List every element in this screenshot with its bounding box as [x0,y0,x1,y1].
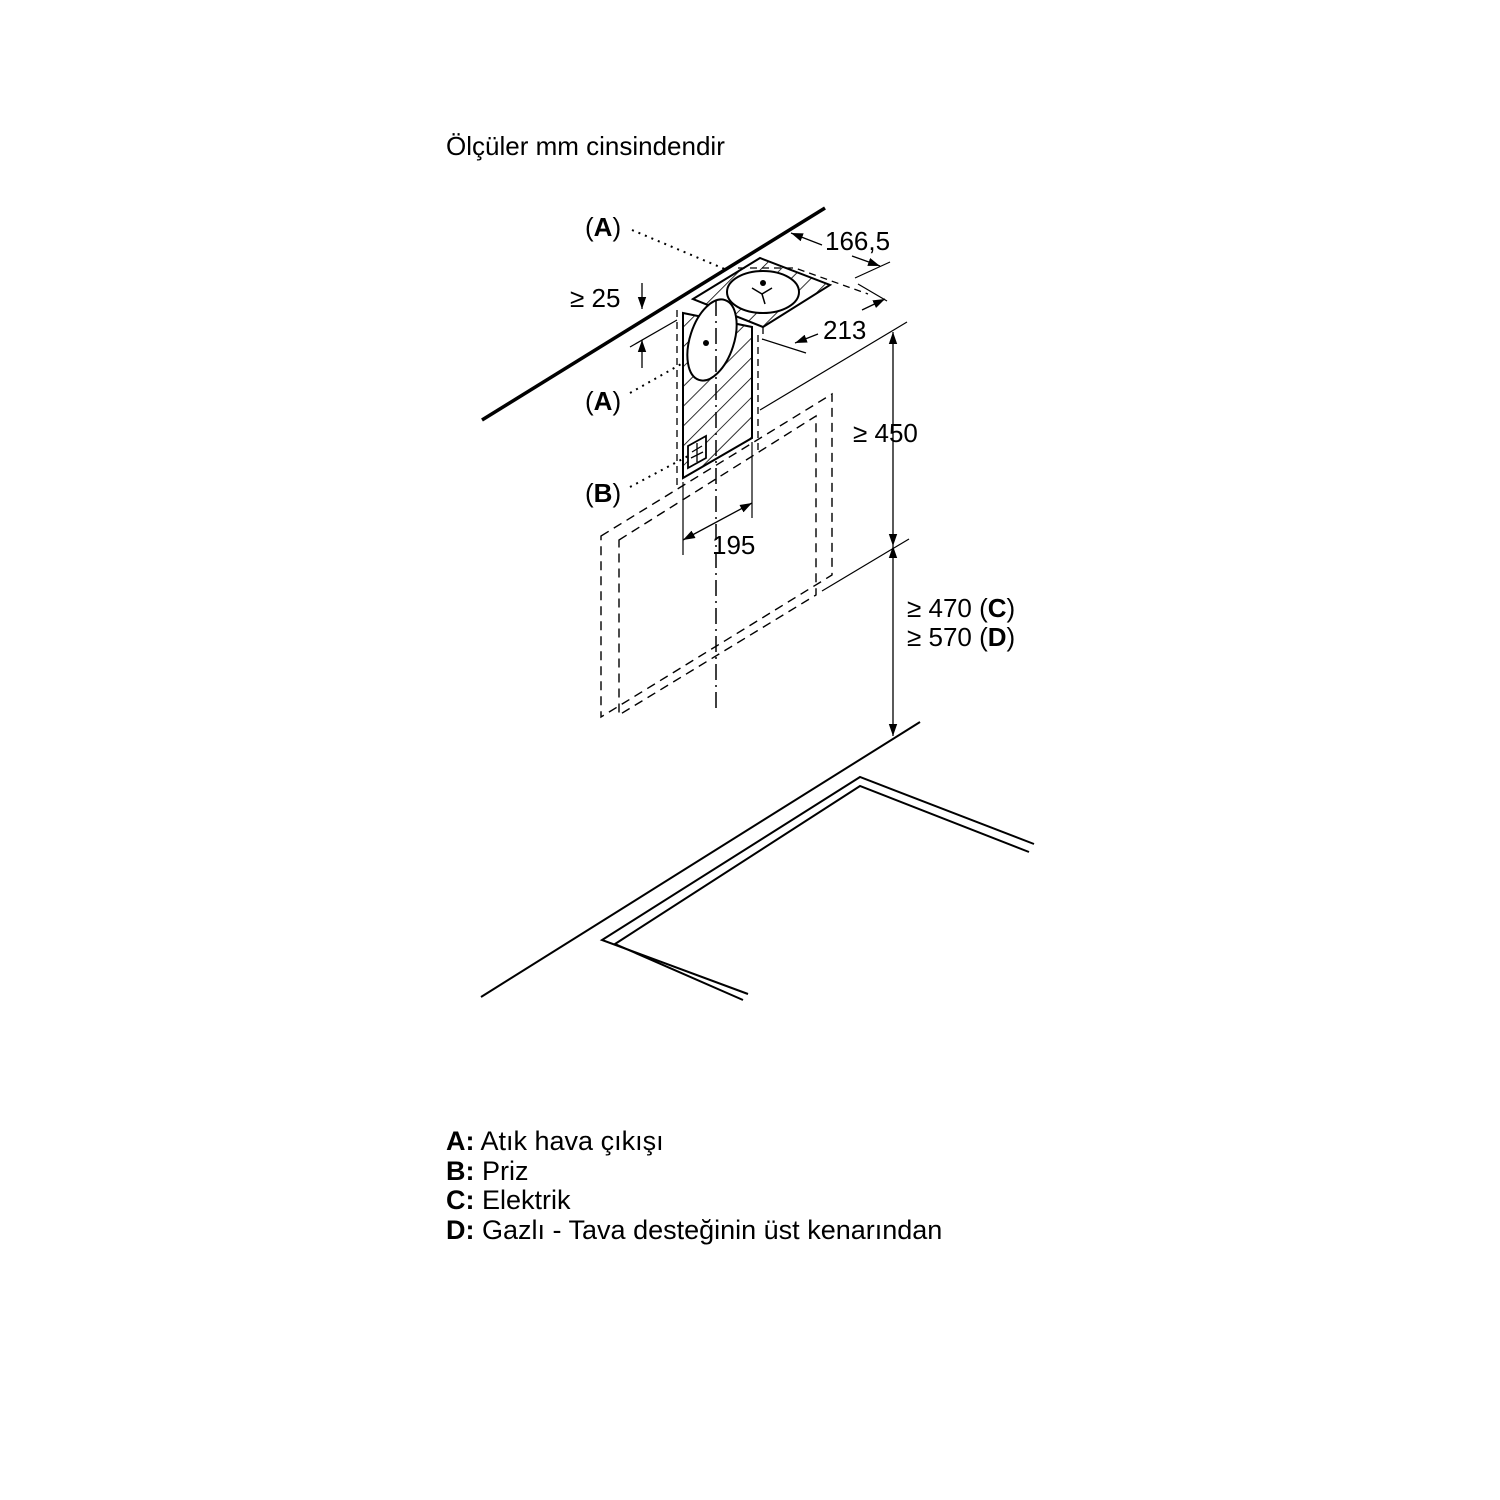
dim-166-5: 166,5 [825,226,890,256]
ceiling-outlet-ellipse [726,270,800,314]
socket-icon [687,434,707,470]
dim-195: 195 [712,530,755,560]
label-b-socket: (B) [585,478,621,508]
dim-min-25: ≥ 25 [570,283,620,313]
ceiling-line [481,206,826,422]
label-a-ceiling: (A) [585,212,621,242]
cooktop-outer [599,775,1035,995]
units-note: Ölçüler mm cinsindendir [446,131,725,161]
wall-outlet-ellipse [686,298,738,382]
label-a-wall: (A) [585,386,621,416]
legend-item: C: Elektrik [446,1185,571,1215]
dim-min-470-c: ≥ 470 (C) [907,593,1015,623]
legend-item: A: Atık hava çıkışı [446,1126,664,1156]
legend-item: D: Gazlı - Tava desteğinin üst kenarında… [446,1214,943,1245]
legend: A: Atık hava çıkışı B: Priz C: Elektrik … [446,1126,943,1245]
legend-item: B: Priz [446,1155,529,1186]
worktop-edge [480,721,921,998]
cooktop-inner [612,784,1030,1001]
dim-min-450: ≥ 450 [853,418,918,448]
dim-min-570-d: ≥ 570 (D) [907,622,1015,652]
hood-outline-outer [600,392,833,719]
dim-213: 213 [823,315,866,345]
hood-outline-inner [618,414,817,717]
